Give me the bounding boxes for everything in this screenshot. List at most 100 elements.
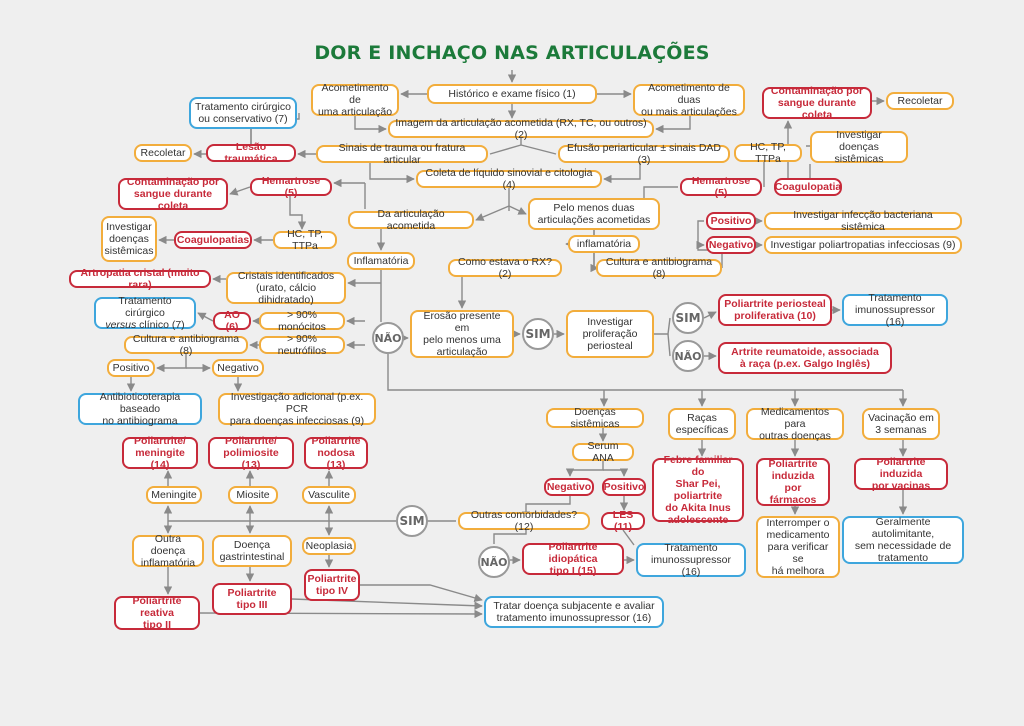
connector-16 [289, 196, 307, 230]
drug-induced-box: Poliartrite induzida por fármacos [756, 458, 830, 506]
infectious-polyarthropathy-box: Investigar poliartropatias infecciosas (… [764, 236, 962, 254]
connector-43 [197, 312, 214, 322]
bacterial-infection-box: Investigar infecção bacteriana sistêmica [764, 209, 962, 233]
polyarthritis-type3-box: Poliartrite tipo III [212, 583, 292, 615]
connector-21 [508, 205, 527, 215]
familial-fever-box: Febre familiar do Shar Pei, poliartrite … [652, 454, 744, 526]
idiopathic-type1-box: Poliartrite idiopática tipo I (15) [522, 541, 624, 577]
immunosuppressor-right-box: Tratamento imunossupressor (16) [842, 292, 948, 328]
culture-left-box: Cultura e antibiograma (8) [124, 333, 248, 357]
one-joint-box: Acometimento de uma articulação [311, 82, 399, 118]
polyarthritis-polymyositis-box: Poliartrite/ polimiosite (13) [208, 435, 294, 471]
connector-74 [493, 530, 527, 544]
recollect-left-box: Recoletar [134, 144, 192, 162]
connector-20 [475, 205, 510, 221]
negative-right-box: Negativo [706, 236, 756, 254]
no-decision-comorbidity: NÃO [478, 546, 510, 578]
rheumatoid-arthritis-box: Artrite reumatoide, associada à raça (p.… [718, 342, 892, 374]
coag-tests-right-box: HC, TP, TTPa [734, 141, 802, 165]
immunosuppressor-bottom-box: Tratamento imunossupressor (16) [636, 542, 746, 578]
gastrointestinal-box: Doença gastrintestinal [212, 535, 292, 567]
connector-66 [603, 468, 629, 477]
surgical-treatment-box: Tratamento cirúrgico ou conservativo (7) [189, 97, 297, 129]
traumatic-lesion-box: Lesão traumática [206, 141, 296, 165]
negative-left-box: Negativo [212, 359, 264, 377]
coagulopathy-box: Coagulopatia [774, 178, 842, 196]
neoplasia-box: Neoplasia [302, 537, 356, 555]
periosteal-polyarthritis-box: Poliartrite periosteal proliferativa (10… [718, 294, 832, 326]
additional-investigation-box: Investigação adicional (p.ex. PCR para d… [218, 391, 376, 427]
lupus-box: LES (11) [601, 509, 645, 533]
connector-8 [520, 144, 557, 155]
connector-54 [654, 317, 671, 335]
polyarthritis-nodosa-box: Poliartrite nodosa (13) [304, 435, 368, 471]
connector-27 [643, 186, 678, 198]
vaccine-induced-box: Poliartrite induzida por vacinas [854, 456, 948, 492]
reactive-type2-box: Poliartrite reativa tipo II [114, 595, 200, 631]
connector-33 [697, 220, 723, 268]
connector-10 [603, 163, 641, 184]
systemic-disease-left-box: Investigar doenças sistêmicas [101, 216, 157, 262]
connector-56 [703, 311, 717, 320]
systemic-disease-right-box: Investigar doenças sistêmicas [810, 129, 908, 165]
connector-68 [521, 496, 571, 520]
vaccination-box: Vacinação em 3 semanas [862, 408, 940, 440]
serum-ana-box: Serum ANA [572, 440, 634, 464]
vasculitis-box: Vasculite [302, 486, 356, 504]
imaging-box: Imagem da articulação acometida (RX, TC,… [388, 117, 654, 141]
myositis-box: Miosite [228, 486, 278, 504]
recollect-right-box: Recoletar [886, 92, 954, 110]
page-title: DOR E INCHAÇO NAS ARTICULAÇÕES [314, 42, 710, 64]
medications-box: Medicamentos para outras doenças [746, 406, 844, 442]
surgical-vs-clinical-box: Tratamento cirúrgico versus clínico (7) [94, 295, 196, 331]
contamination-left-box: Contaminação por sangue durante coleta [118, 176, 228, 212]
coagulopathies-box: Coagulopatias [174, 231, 252, 249]
ana-positive-box: Positivo [602, 478, 646, 496]
culture-right-box: Cultura e antibiograma (8) [596, 256, 722, 280]
other-comorbidities-box: Outras comorbidades? (12) [458, 509, 590, 533]
crystals-box: Cristais identificados (urato, cálcio di… [226, 270, 346, 306]
monocytes-box: > 90% monócitos [259, 309, 345, 333]
self-limiting-box: Geralmente autolimitante, sem necessidad… [842, 516, 964, 564]
neutrophils-box: > 90% neutrófilos [259, 333, 345, 357]
erosion-box: Erosão presente em pelo menos uma articu… [410, 310, 514, 358]
connector-15 [229, 186, 251, 196]
connector-65 [565, 461, 604, 477]
connector-77 [622, 529, 635, 546]
no-decision-periosteal: NÃO [672, 340, 704, 372]
connector-93 [360, 584, 483, 602]
connector-9 [369, 163, 415, 184]
positive-left-box: Positivo [107, 359, 155, 377]
contamination-right-box: Contaminação por sangue durante coleta [762, 85, 872, 121]
inflammatory-right-box: inflamatória [568, 235, 640, 253]
stop-medication-box: Interromper o medicamento para verificar… [756, 516, 840, 578]
other-inflammatory-box: Outra doença inflamatória [132, 533, 204, 569]
multi-joint-box: Acometimento de duas ou mais articulaçõe… [633, 82, 745, 118]
osteoarthritis-box: AO (6) [213, 309, 251, 333]
connector-4 [655, 116, 691, 134]
specific-breeds-box: Raças específicas [668, 408, 736, 440]
polyarthritis-type4-box: Poliartrite tipo IV [304, 569, 360, 601]
two-joints-box: Pelo menos duas articulações acometidas [528, 198, 660, 230]
meningitis-box: Meningite [146, 486, 202, 504]
affected-joint-box: Da articulação acometida [348, 208, 474, 232]
systemic-diseases-box: Doenças sistêmicas [546, 406, 644, 430]
effusion-box: Efusão periarticular ± sinais DAD (3) [558, 142, 730, 166]
antibiotic-therapy-box: Antibioticoterapia baseado no antibiogra… [78, 391, 202, 427]
treat-underlying-box: Tratar doença subjacente e avaliar trata… [484, 596, 664, 628]
connector-59 [387, 354, 903, 391]
yes-decision-periosteal: SIM [672, 302, 704, 334]
ana-negative-box: Negativo [544, 478, 594, 496]
xray-question-box: Como estava o RX? (2) [448, 256, 562, 280]
synovial-fluid-box: Coleta de líquido sinovial e citologia (… [416, 167, 602, 191]
no-decision-left: NÃO [372, 322, 404, 354]
hemarthrosis-left-box: Hemartrose (5) [250, 175, 332, 199]
inflammatory-center-box: Inflamatória [347, 252, 415, 270]
coag-tests-left-box: HC, TP, TTPa [273, 228, 337, 252]
connector-3 [354, 116, 387, 134]
polyarthritis-meningitis-box: Poliartrite/ meningite (14) [122, 435, 198, 471]
connector-7 [489, 144, 522, 155]
crystal-arthropathy-box: Artropatia cristal (muito rara) [69, 267, 211, 291]
history-exam-box: Histórico e exame físico (1) [427, 84, 597, 104]
